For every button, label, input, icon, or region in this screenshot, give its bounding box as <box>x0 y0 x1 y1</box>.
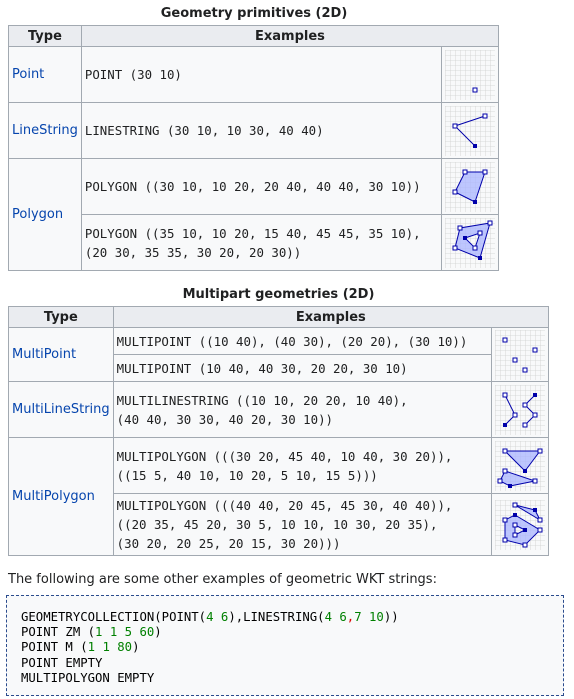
code-text: ) <box>132 640 140 655</box>
type-link-multipoint[interactable]: MultiPoint <box>8 327 114 382</box>
code-number: 4 6 <box>324 610 347 624</box>
code-number: 7 10 <box>354 610 384 624</box>
type-link-multilinestring[interactable]: MultiLineString <box>8 381 114 438</box>
column-header-type: Type <box>8 306 114 328</box>
table-row: POLYGON ((35 10, 10 20, 15 40, 45 45, 35… <box>9 214 499 271</box>
column-header-type: Type <box>8 25 82 47</box>
polygon-diagram-image <box>445 161 495 212</box>
wkt-example: MULTILINESTRING ((10 10, 20 20, 10 40), … <box>112 381 493 438</box>
multilinestring-diagram-image <box>495 384 545 435</box>
code-text: ),LINESTRING( <box>228 610 325 624</box>
table-row: MultiLineString MULTILINESTRING ((10 10,… <box>8 381 549 438</box>
point-diagram <box>441 46 499 103</box>
code-text: ) <box>154 625 162 640</box>
wkt-example: MULTIPOINT ((10 40), (40 30), (20 20), (… <box>112 327 493 355</box>
code-text: )) <box>383 610 399 624</box>
wkt-example: MULTIPOLYGON (((40 40, 20 45, 45 30, 40 … <box>112 493 493 556</box>
wkt-example: POINT (30 10) <box>80 46 443 103</box>
code-number: 4 6 <box>206 610 229 624</box>
table-header-row: Type Examples <box>8 306 550 328</box>
code-text: POINT EMPTY <box>21 655 103 670</box>
code-number: 1 1 80 <box>87 640 133 655</box>
linestring-diagram <box>441 102 499 159</box>
polygon-with-hole-diagram-image <box>445 217 495 268</box>
table-row: MultiPoint MULTIPOINT ((10 40), (40 30),… <box>8 327 549 382</box>
column-header-examples: Examples <box>112 306 550 328</box>
code-block: GEOMETRYCOLLECTION(POINT(4 6),LINESTRING… <box>6 595 564 696</box>
wkt-example: POLYGON ((35 10, 10 20, 15 40, 45 45, 35… <box>80 214 443 271</box>
code-punct: , <box>346 610 355 624</box>
table-row: MULTIPOINT (10 40, 40 30, 20 20, 30 10) <box>9 354 549 382</box>
multipart-geometries-table: Type Examples MultiPoint MULTIPOINT ((10… <box>8 306 550 556</box>
polygon-with-hole-diagram <box>441 214 499 271</box>
linestring-diagram-image <box>445 105 495 156</box>
geometry-primitives-table: Type Examples Point POINT (30 10) LineSt… <box>8 25 500 271</box>
table1-caption: Geometry primitives (2D) <box>160 6 348 21</box>
table-row: MULTIPOLYGON (((40 40, 20 45, 45 30, 40 … <box>9 493 549 556</box>
multipolygon-with-hole-diagram <box>491 493 549 556</box>
multilinestring-diagram <box>491 381 549 438</box>
code-text: POINT ZM ( <box>21 625 96 640</box>
multipolygon-diagram <box>491 437 549 494</box>
type-link-polygon[interactable]: Polygon <box>8 158 82 271</box>
polygon-diagram <box>441 158 499 215</box>
multipolygon-with-hole-diagram-image <box>495 499 545 550</box>
table-row: Point POINT (30 10) <box>8 46 499 103</box>
wkt-example: LINESTRING (30 10, 10 30, 40 40) <box>80 102 443 159</box>
code-number: 1 1 5 60 <box>95 625 155 640</box>
table2-caption: Multipart geometries (2D) <box>182 287 375 302</box>
code-text: GEOMETRYCOLLECTION(POINT( <box>21 610 207 624</box>
intro-paragraph: The following are some other examples of… <box>8 572 437 587</box>
wkt-example: MULTIPOLYGON (((30 20, 45 40, 10 40, 30 … <box>112 437 493 494</box>
table-row: MultiPolygon MULTIPOLYGON (((30 20, 45 4… <box>8 437 549 556</box>
type-link-linestring[interactable]: LineString <box>8 102 82 159</box>
multipoint-diagram-image <box>495 329 545 380</box>
multipolygon-diagram-image <box>495 440 545 491</box>
table-row: LineString LINESTRING (30 10, 10 30, 40 … <box>8 102 499 159</box>
table-header-row: Type Examples <box>8 25 500 47</box>
code-text: MULTIPOLYGON EMPTY <box>21 670 155 685</box>
type-link-multipolygon[interactable]: MultiPolygon <box>8 437 114 556</box>
table-row: Polygon POLYGON ((30 10, 10 20, 20 40, 4… <box>8 158 499 271</box>
multipoint-diagram <box>491 327 549 382</box>
point-diagram-image <box>445 49 495 100</box>
wkt-example: MULTIPOINT (10 40, 40 30, 20 20, 30 10) <box>112 354 493 382</box>
wkt-example: POLYGON ((30 10, 10 20, 20 40, 40 40, 30… <box>80 158 443 215</box>
code-text: POINT M ( <box>21 640 88 655</box>
type-link-point[interactable]: Point <box>8 46 82 103</box>
column-header-examples: Examples <box>80 25 500 47</box>
